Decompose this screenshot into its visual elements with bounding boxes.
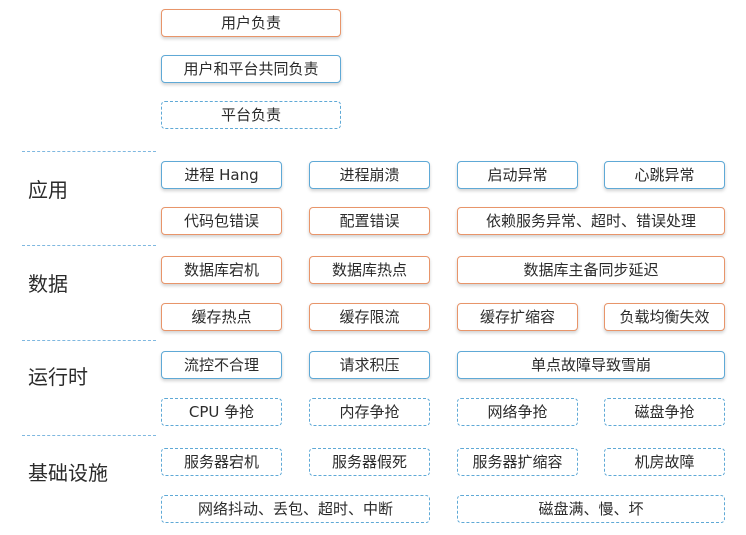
item-startup-error: 启动异常 — [457, 161, 578, 189]
item-flow-control: 流控不合理 — [161, 351, 282, 379]
item-server-freeze: 服务器假死 — [309, 448, 430, 476]
item-disk-contention: 磁盘争抢 — [604, 398, 725, 426]
item-cache-throttle: 缓存限流 — [309, 303, 430, 331]
category-app: 应用 — [28, 178, 68, 202]
item-code-bug: 代码包错误 — [161, 207, 282, 235]
item-process-hang: 进程 Hang — [161, 161, 282, 189]
legend-user-responsible: 用户负责 — [161, 9, 341, 37]
category-data: 数据 — [28, 272, 68, 296]
legend-platform-responsible: 平台负责 — [161, 101, 341, 129]
item-network-issues: 网络抖动、丢包、超时、中断 — [161, 495, 430, 523]
item-lb-failure: 负载均衡失效 — [604, 303, 725, 331]
divider-top — [22, 151, 156, 152]
item-cache-scaling: 缓存扩缩容 — [457, 303, 578, 331]
item-memory-contention: 内存争抢 — [309, 398, 430, 426]
item-network-contention: 网络争抢 — [457, 398, 578, 426]
item-server-down: 服务器宕机 — [161, 448, 282, 476]
item-cpu-contention: CPU 争抢 — [161, 398, 282, 426]
item-cache-hotspot: 缓存热点 — [161, 303, 282, 331]
legend-shared-responsible: 用户和平台共同负责 — [161, 55, 341, 83]
divider-app-data — [22, 245, 156, 246]
category-runtime: 运行时 — [28, 365, 88, 389]
item-disk-issues: 磁盘满、慢、坏 — [457, 495, 725, 523]
item-datacenter-failure: 机房故障 — [604, 448, 725, 476]
item-db-hotspot: 数据库热点 — [309, 256, 430, 284]
item-server-scaling: 服务器扩缩容 — [457, 448, 578, 476]
divider-runtime-infra — [22, 435, 156, 436]
item-config-error: 配置错误 — [309, 207, 430, 235]
divider-data-runtime — [22, 340, 156, 341]
item-single-point: 单点故障导致雪崩 — [457, 351, 725, 379]
item-process-crash: 进程崩溃 — [309, 161, 430, 189]
item-db-sync-delay: 数据库主备同步延迟 — [457, 256, 725, 284]
item-dependency-error: 依赖服务异常、超时、错误处理 — [457, 207, 725, 235]
item-request-backlog: 请求积压 — [309, 351, 430, 379]
item-heartbeat-error: 心跳异常 — [604, 161, 725, 189]
item-db-down: 数据库宕机 — [161, 256, 282, 284]
category-infra: 基础设施 — [28, 461, 108, 485]
